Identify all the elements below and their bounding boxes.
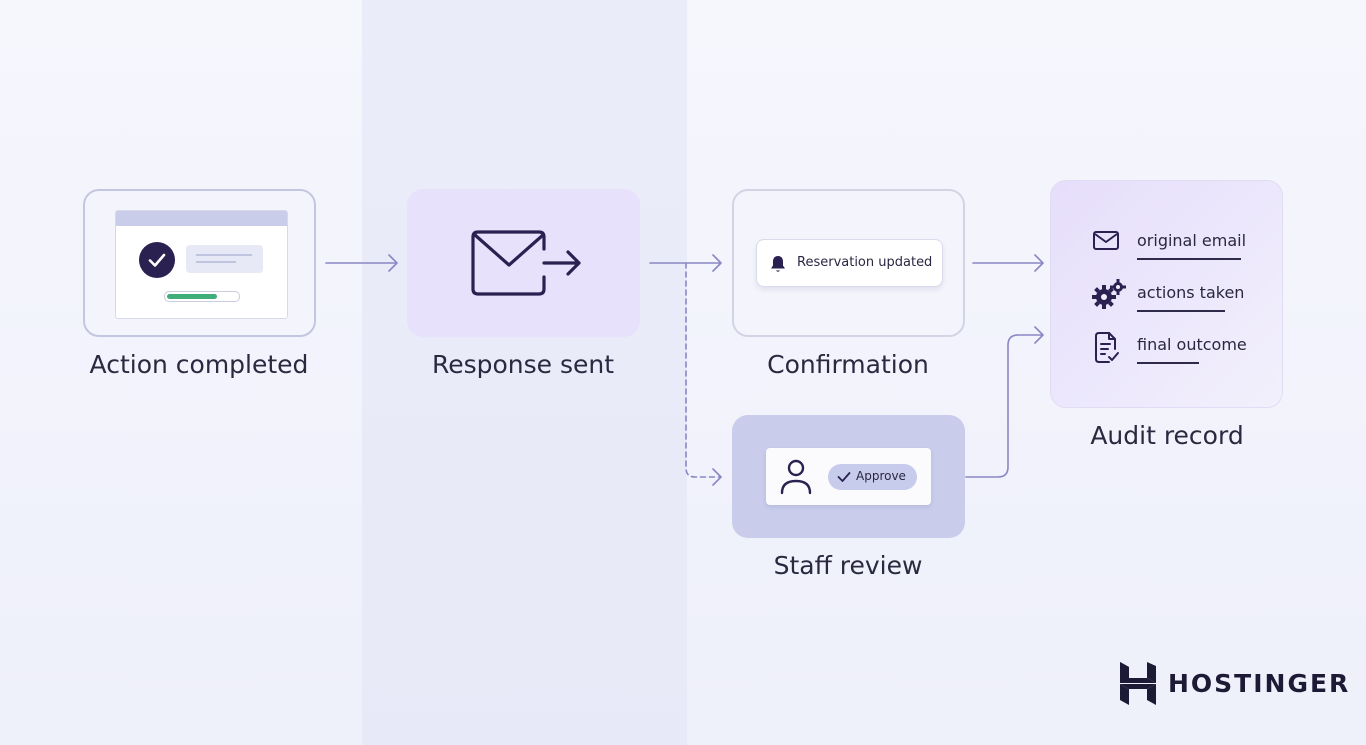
envelope-icon: [1093, 231, 1119, 250]
action-completed-card: [83, 189, 316, 337]
response-sent-card: [407, 189, 640, 337]
document-check-icon: [1095, 332, 1119, 363]
audit-item-actions-taken: actions taken: [1091, 279, 1271, 312]
notification-pill: Reservation updated: [756, 239, 943, 287]
approve-button[interactable]: Approve: [828, 464, 917, 490]
underline: [1137, 362, 1199, 364]
staff-review-card: Approve: [732, 415, 965, 538]
progress-bar-fill: [167, 294, 218, 299]
arrow-confirmation-to-audit: [972, 254, 1044, 272]
mini-window-titlebar: [116, 211, 287, 226]
arrow-response-to-staff-head: [712, 468, 722, 486]
arrow-action-to-response: [325, 254, 398, 272]
response-sent-caption: Response sent: [431, 350, 615, 379]
underline: [1137, 310, 1225, 312]
bell-icon: [771, 256, 785, 272]
underline: [1137, 258, 1241, 260]
audit-item-original-email: original email: [1091, 227, 1271, 260]
person-icon: [780, 459, 812, 495]
audit-item-label: actions taken: [1137, 283, 1245, 302]
audit-item-label: original email: [1137, 231, 1247, 250]
review-panel: Approve: [766, 448, 931, 505]
audit-item-final-outcome: final outcome: [1091, 331, 1271, 364]
envelope-send-icon: [471, 230, 581, 296]
audit-record-card: original email actions tak: [1050, 180, 1283, 408]
hostinger-mark-icon: [1120, 662, 1156, 705]
mini-window: [115, 210, 288, 319]
checkmark-icon: [837, 472, 851, 482]
arrow-staff-to-audit: [965, 326, 1044, 478]
approve-label: Approve: [856, 469, 906, 483]
confirmation-card: Reservation updated: [732, 189, 965, 337]
audit-item-label: final outcome: [1137, 335, 1247, 354]
gears-icon: [1092, 279, 1126, 309]
progress-bar: [164, 291, 240, 302]
arrow-response-to-staff: [685, 262, 722, 478]
check-circle-icon: [139, 242, 175, 278]
staff-review-caption: Staff review: [773, 551, 923, 580]
background-band: [362, 0, 687, 745]
audit-record-caption: Audit record: [1090, 421, 1244, 450]
message-bubble: [186, 245, 263, 273]
brand-wordmark: HOSTINGER: [1168, 669, 1351, 698]
action-completed-caption: Action completed: [89, 350, 309, 379]
notification-text: Reservation updated: [797, 255, 933, 270]
confirmation-caption: Confirmation: [767, 350, 929, 379]
